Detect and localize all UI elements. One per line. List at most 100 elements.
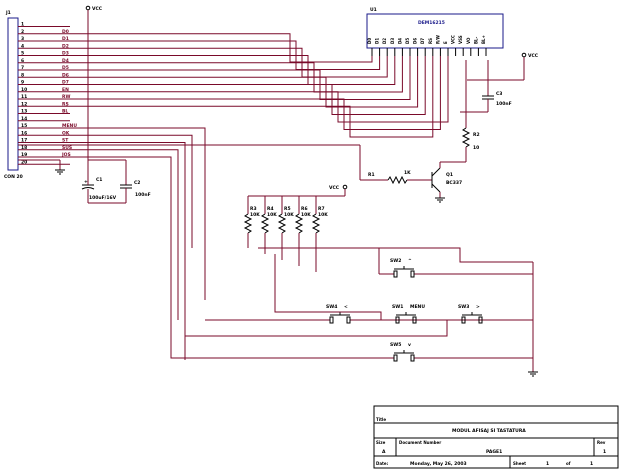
svg-text:+: + <box>84 179 88 185</box>
switch-wire <box>258 247 380 274</box>
connector-pin-number: 1 <box>21 22 24 28</box>
switch-contact-left <box>329 316 334 324</box>
connector-part: CON 20 <box>4 174 23 180</box>
lcd-pin-label: D2 <box>382 38 387 44</box>
r2-ref: R2 <box>473 132 480 138</box>
ground-switches <box>528 262 538 377</box>
switch-label: MENU <box>410 304 425 310</box>
lcd-pin-label: D6 <box>413 38 418 44</box>
connector-signal-label: OK <box>62 130 70 136</box>
lcd-pin-label: R/W <box>435 34 440 44</box>
sheet-label: Sheet <box>513 461 526 466</box>
switch-contact-right <box>346 316 351 324</box>
connector-signal-label: BL <box>62 109 68 115</box>
connector-pin-number: 2 <box>21 29 24 35</box>
switch-contact-right <box>478 316 483 324</box>
pullup-resistor <box>260 213 270 234</box>
switch-wire <box>274 254 382 320</box>
connector-pin-number: 19 <box>21 152 27 158</box>
c3-value: 100nF <box>496 101 512 107</box>
lcd-pin-label: VO <box>466 37 471 44</box>
pullup-resistor <box>294 213 304 234</box>
switch-contact-left <box>461 316 466 324</box>
connector-pin-number: 13 <box>21 109 27 115</box>
switch-wire <box>185 320 448 337</box>
switch-input-wire <box>70 134 193 248</box>
connector-signal-label: EN <box>62 87 69 93</box>
docnum-value: PAGE1 <box>486 449 502 455</box>
bus-wire <box>70 56 449 123</box>
connector-signal-label: D3 <box>62 51 69 57</box>
lcd-pin-label: VSS <box>458 35 463 44</box>
lcd-pin-label: RS <box>428 38 433 44</box>
bus-wire <box>70 56 434 138</box>
pullup-resistor <box>243 213 253 234</box>
connector-signal-label: D0 <box>62 29 69 35</box>
switch-ref: SW1 <box>392 304 403 310</box>
connector-pin-number: 16 <box>21 130 27 136</box>
switch-input-wire <box>70 142 186 360</box>
transistor-q1: Q1 BC337 <box>431 162 462 203</box>
pullup-ref: R3 <box>250 206 257 212</box>
lcd-pin-label: D1 <box>375 38 380 44</box>
switch-ref: SW2 <box>390 258 401 264</box>
pullup-ref: R7 <box>318 206 325 212</box>
switch-label: < <box>344 304 348 310</box>
r1-ref: R1 <box>368 172 375 178</box>
size-label: Size <box>376 440 386 445</box>
sheets-value: 1 <box>590 461 593 467</box>
pullup-resistor <box>277 213 287 234</box>
connector-pin-number: 6 <box>21 58 24 64</box>
lcd-pin-label: D4 <box>397 38 402 44</box>
pullup-value: 10K <box>250 212 260 218</box>
connector-signal-label: D7 <box>62 80 69 86</box>
title-label: Title <box>376 417 386 422</box>
bus-wires <box>70 33 449 360</box>
switch-label: > <box>476 304 480 310</box>
resistor-r2: R2 10 <box>440 60 480 163</box>
connector-pin-number: 3 <box>21 36 24 42</box>
lcd-pin-label: BL+ <box>481 35 486 44</box>
lcd-pin-label: E <box>443 41 448 44</box>
connector-signal-label: RS <box>62 101 69 107</box>
connector-signal-label: D6 <box>62 72 69 78</box>
switch-input-wire <box>70 127 206 300</box>
connector-signal-label: RW <box>62 94 70 100</box>
pullup-ref: R5 <box>284 206 291 212</box>
switch-ref: SW4 <box>326 304 337 310</box>
connector-body <box>7 17 19 171</box>
connector-pin-number: 4 <box>21 43 24 49</box>
bus-wire <box>70 56 403 93</box>
vcc-label-right: VCC <box>528 53 539 59</box>
switch-input-wire <box>70 156 172 340</box>
bus-wire <box>70 33 373 63</box>
switch-contact-right <box>410 354 415 362</box>
pullup-ref: R4 <box>267 206 274 212</box>
lcd-ref: U1 <box>370 7 377 13</box>
vcc-label-top: VCC <box>92 6 103 12</box>
lcd-pin-label: BL- <box>473 36 478 44</box>
connector-pin-number: 10 <box>21 87 27 93</box>
title-value: MODUL AFISAJ SI TASTATURA <box>452 428 526 434</box>
switch-wire <box>379 247 533 263</box>
sheet-value: 1 <box>546 461 549 467</box>
lcd-pin-label: VCC <box>451 35 456 44</box>
pullup-value: 10K <box>284 212 294 218</box>
lcd-pin-label: D7 <box>420 38 425 44</box>
pullup-value: 10K <box>301 212 311 218</box>
resistor-r1: R1 1K <box>18 144 432 185</box>
rev-value: 1 <box>603 449 606 455</box>
connector-pin-number: 17 <box>21 138 27 144</box>
date-label: Date: <box>376 461 389 466</box>
connector-signal-label: MENU <box>62 123 77 129</box>
connector-pin-number: 18 <box>21 145 27 151</box>
switch-label: ^ <box>408 258 412 264</box>
lcd-pin-label: D3 <box>390 38 395 44</box>
vcc-top: VCC <box>85 5 103 148</box>
switch-label: v <box>408 343 411 348</box>
connector-pin-number: 7 <box>21 65 24 71</box>
bus-wire <box>70 56 441 130</box>
